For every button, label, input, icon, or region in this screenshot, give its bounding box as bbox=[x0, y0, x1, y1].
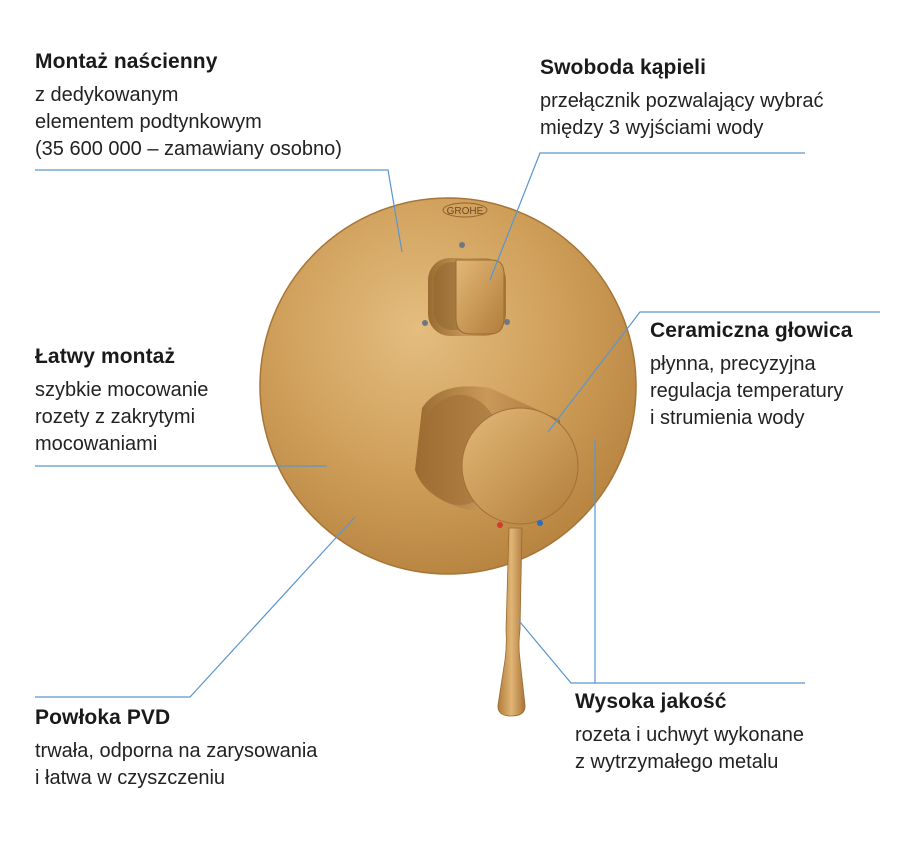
temperature-handle bbox=[415, 386, 579, 528]
callout-line-bath-freedom bbox=[489, 152, 805, 281]
feature-ceramic-cartridge: Ceramiczna głowica płynna, precyzyjna re… bbox=[650, 319, 853, 432]
feature-pvd-coating: Powłoka PVD trwała, odporna na zarysowan… bbox=[35, 706, 317, 792]
feature-title: Montaż naścienny bbox=[35, 50, 218, 73]
callout-lines bbox=[35, 152, 880, 698]
callout-line-high-quality-lever bbox=[519, 621, 595, 684]
diverter-indicator-top bbox=[459, 242, 465, 248]
diverter-knob bbox=[428, 258, 506, 336]
diverter-indicator-left bbox=[422, 320, 428, 326]
hot-indicator bbox=[497, 522, 503, 528]
feature-title: Swoboda kąpieli bbox=[540, 56, 707, 79]
brand-logo: GROHE bbox=[447, 206, 484, 217]
callout-line-pvd-coating bbox=[35, 516, 356, 698]
feature-body: przełącznik pozwalający wybrać między 3 … bbox=[540, 90, 824, 139]
wall-plate bbox=[259, 197, 637, 575]
feature-title: Powłoka PVD bbox=[35, 706, 171, 729]
feature-body: płynna, precyzyjna regulacja temperatury… bbox=[650, 353, 844, 429]
feature-title: Ceramiczna głowica bbox=[650, 319, 853, 342]
diverter-indicator-right bbox=[504, 319, 510, 325]
feature-body: trwała, odporna na zarysowania i łatwa w… bbox=[35, 740, 318, 789]
feature-title: Wysoka jakość bbox=[575, 690, 727, 713]
handle-lever bbox=[497, 527, 526, 717]
feature-wall-mount: Montaż naścienny z dedykowanym elementem… bbox=[35, 50, 342, 163]
callout-line-wall-mount bbox=[35, 169, 403, 253]
feature-body: szybkie mocowanie rozety z zakrytymi moc… bbox=[35, 379, 209, 455]
feature-title: Łatwy montaż bbox=[35, 345, 176, 368]
feature-body: rozeta i uchwyt wykonane z wytrzymałego … bbox=[575, 724, 805, 773]
feature-bath-freedom: Swoboda kąpieli przełącznik pozwalający … bbox=[540, 56, 823, 142]
brand-logo-badge bbox=[442, 202, 488, 218]
cold-indicator bbox=[537, 520, 543, 526]
callout-line-high-quality bbox=[594, 440, 805, 684]
feature-body: z dedykowanym elementem podtynkowym (35 … bbox=[35, 84, 342, 160]
callout-line-ceramic-cartridge bbox=[547, 311, 880, 433]
feature-high-quality: Wysoka jakość rozeta i uchwyt wykonane z… bbox=[575, 690, 804, 776]
feature-easy-install: Łatwy montaż szybkie mocowanie rozety z … bbox=[35, 345, 208, 458]
